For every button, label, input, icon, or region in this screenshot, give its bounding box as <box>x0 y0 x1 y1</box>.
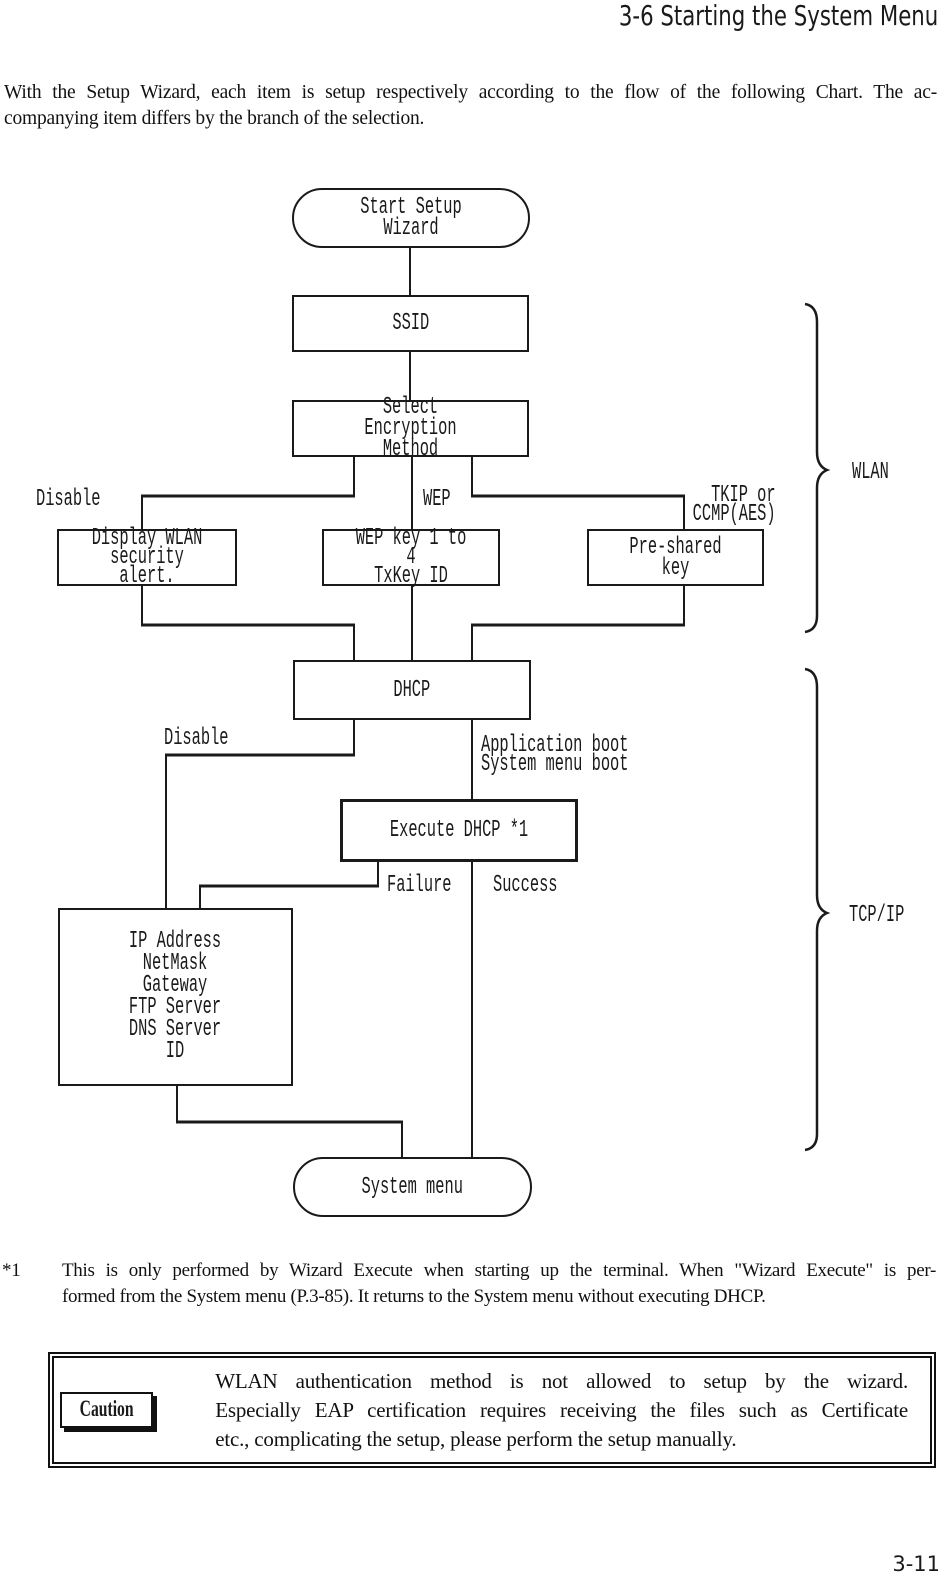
branch-label-encryption-tkip: TKIP or CCMP(AES) <box>692 482 776 528</box>
page-number: 3-11 <box>892 1552 940 1576</box>
flow-node-select-encryption: Select Encryption Method <box>292 396 529 462</box>
flow-node-dhcp: DHCP <box>293 660 531 720</box>
caution-badge: Caution <box>60 1392 154 1428</box>
flow-node-start: Start Setup Wizard <box>292 188 530 248</box>
footnote: *1 This is only performed by Wizard Exec… <box>2 1258 936 1310</box>
footnote-line-2: formed from the System menu (P.3-85). It… <box>62 1286 766 1307</box>
wlan-brace <box>804 302 831 634</box>
page-header-title: 3-6 Starting the System Menu <box>618 0 938 32</box>
branch-label-dhcp-success: Success <box>493 872 558 899</box>
caution-line-1: WLAN authentication method is not allowe… <box>215 1368 908 1393</box>
caution-line-3: etc., complicating the setup, please per… <box>215 1426 737 1451</box>
branch-label-dhcp-disable: Disable <box>164 725 229 752</box>
branch-label-dhcp-boot: Application boot System menu boot <box>481 732 629 778</box>
flow-node-ip-settings: IP Address NetMask Gateway FTP Server DN… <box>58 908 293 1086</box>
branch-label-encryption-disable: Disable <box>36 486 101 513</box>
tcpip-brace <box>804 667 831 1152</box>
intro-line-2: companying item differs by the branch of… <box>4 108 425 129</box>
footnote-text: This is only performed by Wizard Execute… <box>62 1258 936 1310</box>
flow-node-display-wlan-alert: Display WLAN security alert. <box>57 527 237 589</box>
intro-paragraph: With the Setup Wizard, each item is setu… <box>4 80 937 132</box>
caution-box: Caution WLAN authentication method is no… <box>48 1352 936 1468</box>
caution-box-inner: Caution WLAN authentication method is no… <box>52 1356 932 1464</box>
flow-node-system-menu: System menu <box>293 1157 532 1217</box>
branch-label-dhcp-failure: Failure <box>387 872 452 899</box>
intro-line-1: With the Setup Wizard, each item is setu… <box>4 82 937 103</box>
branch-label-encryption-wep: WEP <box>423 486 451 513</box>
footnote-marker: *1 <box>2 1260 21 1281</box>
flow-node-pre-shared-key: Pre-shared key <box>587 529 764 586</box>
footnote-line-1: This is only performed by Wizard Execute… <box>62 1260 936 1281</box>
flow-node-wep-key: WEP key 1 to 4 TxKey ID <box>322 527 500 589</box>
group-label-tcpip: TCP/IP <box>849 902 905 929</box>
flow-node-ssid: SSID <box>292 295 529 352</box>
page-header: 3-6 Starting the System Menu <box>518 2 938 30</box>
caution-line-2: Especially EAP certification requires re… <box>215 1397 908 1422</box>
group-label-wlan: WLAN <box>852 459 889 486</box>
caution-text: WLAN authentication method is not allowe… <box>215 1367 908 1454</box>
flow-node-execute-dhcp: Execute DHCP *1 <box>340 799 578 862</box>
